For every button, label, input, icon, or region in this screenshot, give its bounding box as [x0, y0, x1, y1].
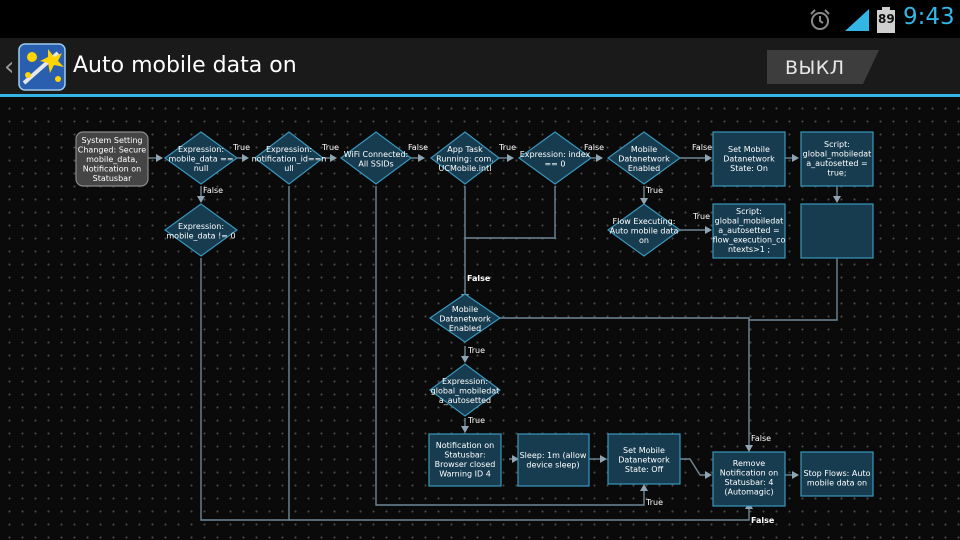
edge-label: False: [751, 516, 775, 525]
edge-label: True: [467, 416, 485, 425]
svg-text:Expression: index== 0: Expression: index== 0: [520, 150, 591, 169]
condition-mobile-data-null[interactable]: Expression:mobile_data ==null: [163, 131, 239, 185]
automagic-app-icon[interactable]: [18, 43, 66, 91]
svg-text:WiFi Connected:All SSIDs: WiFi Connected:All SSIDs: [344, 150, 409, 169]
edge-label: False: [751, 434, 771, 443]
toggle-label: ВЫКЛ: [785, 57, 845, 79]
page-title: Auto mobile data on: [73, 53, 297, 78]
svg-text:Expression:mobile_data != 0: Expression:mobile_data != 0: [166, 222, 235, 241]
clock-time: 9:43: [903, 4, 955, 30]
chevron-left-icon[interactable]: ‹: [4, 52, 15, 82]
edge-label: True: [692, 212, 710, 221]
alarm-clock-icon: [810, 9, 830, 30]
edge-label: False: [692, 143, 712, 152]
edge-label: True: [467, 346, 485, 355]
edge-labels: True True False True False False False T…: [203, 143, 775, 525]
on-off-toggle[interactable]: [767, 50, 879, 84]
status-bar: 89 9:43: [0, 0, 960, 38]
edge-label: False: [203, 186, 223, 195]
battery-level: 89: [878, 12, 895, 26]
condition-wifi-connected[interactable]: WiFi Connected:All SSIDs: [339, 131, 413, 185]
action-bar: ‹ Auto mobile data on ВЫКЛ: [0, 38, 960, 97]
connector-lines: [148, 157, 838, 521]
signal-strength-icon: [845, 9, 869, 31]
edge-label: False: [467, 274, 491, 283]
condition-index-zero[interactable]: Expression: index== 0: [517, 131, 593, 185]
edge-label: True: [645, 498, 663, 507]
svg-text:Expression:mobile_data ==null: Expression:mobile_data ==null: [168, 145, 233, 173]
edge-label: False: [584, 143, 604, 152]
svg-text:Expression:notification_id==nu: Expression:notification_id==null: [252, 145, 327, 173]
edge-label: False: [408, 143, 428, 152]
battery-icon: [877, 7, 895, 33]
action-empty[interactable]: [800, 203, 874, 259]
edge-label: True: [321, 143, 339, 152]
condition-mobile-data-not-zero[interactable]: Expression:mobile_data != 0: [163, 203, 239, 257]
edge-label: True: [232, 143, 250, 152]
edge-label: True: [498, 143, 516, 152]
edge-label: True: [645, 186, 663, 195]
